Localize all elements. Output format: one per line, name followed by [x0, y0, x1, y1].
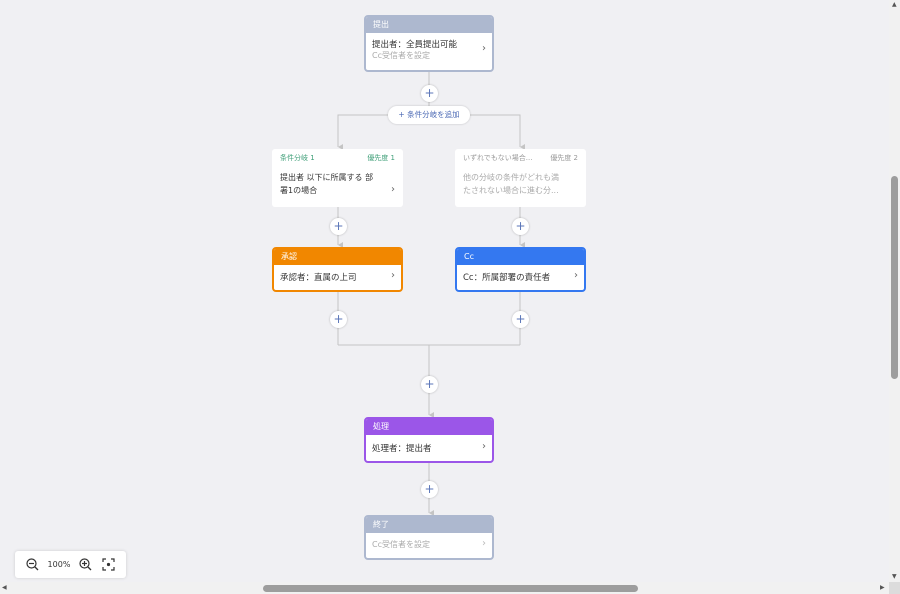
cc-node[interactable]: Cc Cc：所属部署の責任者 ›	[455, 247, 586, 292]
add-node-button[interactable]: +	[330, 311, 347, 328]
fit-screen-icon	[102, 558, 115, 571]
chevron-right-icon: ›	[482, 43, 486, 54]
submit-node-header: 提出	[366, 17, 492, 33]
scroll-left-icon[interactable]: ◀	[2, 584, 7, 591]
add-node-button[interactable]: +	[330, 218, 347, 235]
chevron-right-icon: ›	[482, 537, 486, 549]
branch-name: いずれでもない場合...	[463, 154, 533, 162]
vertical-scrollbar[interactable]: ▲ ▼	[889, 0, 900, 582]
add-node-button[interactable]: +	[512, 311, 529, 328]
scroll-up-icon[interactable]: ▲	[892, 1, 897, 8]
scroll-down-icon[interactable]: ▼	[892, 573, 897, 580]
scrollbar-corner	[889, 582, 900, 594]
add-node-button[interactable]: +	[512, 218, 529, 235]
branch-condition: 他の分岐の条件がどれも満たされない場合に進む分...	[463, 173, 559, 195]
zoom-level: 100%	[47, 560, 71, 569]
zoom-out-button[interactable]	[25, 557, 41, 573]
horizontal-scroll-thumb[interactable]	[263, 585, 638, 592]
branch-name: 条件分岐 1	[280, 154, 315, 162]
fit-to-screen-button[interactable]	[100, 557, 116, 573]
approver-setting: 承認者：直属の上司	[280, 273, 357, 283]
branch-priority: 優先度 1	[367, 154, 395, 162]
add-node-button[interactable]: +	[421, 376, 438, 393]
approval-node-header: 承認	[274, 249, 401, 265]
cc-node-header: Cc	[457, 249, 584, 265]
chevron-right-icon: ›	[574, 270, 578, 281]
flow-connectors	[337, 71, 525, 516]
flow-canvas[interactable]: 提出 提出者：全員提出可能 Cc受信者を設定 › + + 条件分岐を追加 条件分…	[0, 0, 889, 582]
chevron-right-icon: ›	[391, 270, 395, 281]
add-node-button[interactable]: +	[421, 85, 438, 102]
chevron-right-icon: ›	[482, 440, 486, 452]
branch-priority: 優先度 2	[550, 154, 578, 162]
approval-node[interactable]: 承認 承認者：直属の上司 ›	[272, 247, 403, 292]
horizontal-scrollbar[interactable]: ◀ ▶	[0, 582, 889, 594]
add-branch-button[interactable]: + 条件分岐を追加	[388, 106, 470, 124]
submitter-setting: 提出者：全員提出可能	[372, 40, 458, 50]
branch-card-2[interactable]: いずれでもない場合... 優先度 2 他の分岐の条件がどれも満たされない場合に進…	[455, 149, 586, 207]
vertical-scroll-thumb[interactable]	[891, 176, 898, 379]
end-node-header: 終了	[366, 517, 492, 533]
zoom-toolbar: 100%	[15, 551, 126, 578]
scroll-right-icon[interactable]: ▶	[880, 584, 885, 591]
chevron-right-icon: ›	[391, 184, 395, 195]
end-node[interactable]: 終了 Cc受信者を設定 ›	[364, 515, 494, 560]
zoom-in-icon	[79, 558, 92, 571]
cc-receiver-setting: Cc受信者を設定	[372, 540, 430, 549]
processor-setting: 処理者：提出者	[372, 444, 432, 454]
cc-setting: Cc：所属部署の責任者	[463, 273, 551, 283]
process-node-header: 処理	[366, 419, 492, 435]
branch-condition: 提出者 以下に所属する 部署1の場合	[280, 173, 374, 195]
process-node[interactable]: 処理 処理者：提出者 ›	[364, 417, 494, 463]
zoom-out-icon	[26, 558, 39, 571]
submit-node[interactable]: 提出 提出者：全員提出可能 Cc受信者を設定 ›	[364, 15, 494, 72]
cc-receiver-setting: Cc受信者を設定	[372, 51, 430, 60]
zoom-in-button[interactable]	[77, 557, 93, 573]
branch-card-1[interactable]: 条件分岐 1 優先度 1 提出者 以下に所属する 部署1の場合 ›	[272, 149, 403, 207]
add-node-button[interactable]: +	[421, 481, 438, 498]
